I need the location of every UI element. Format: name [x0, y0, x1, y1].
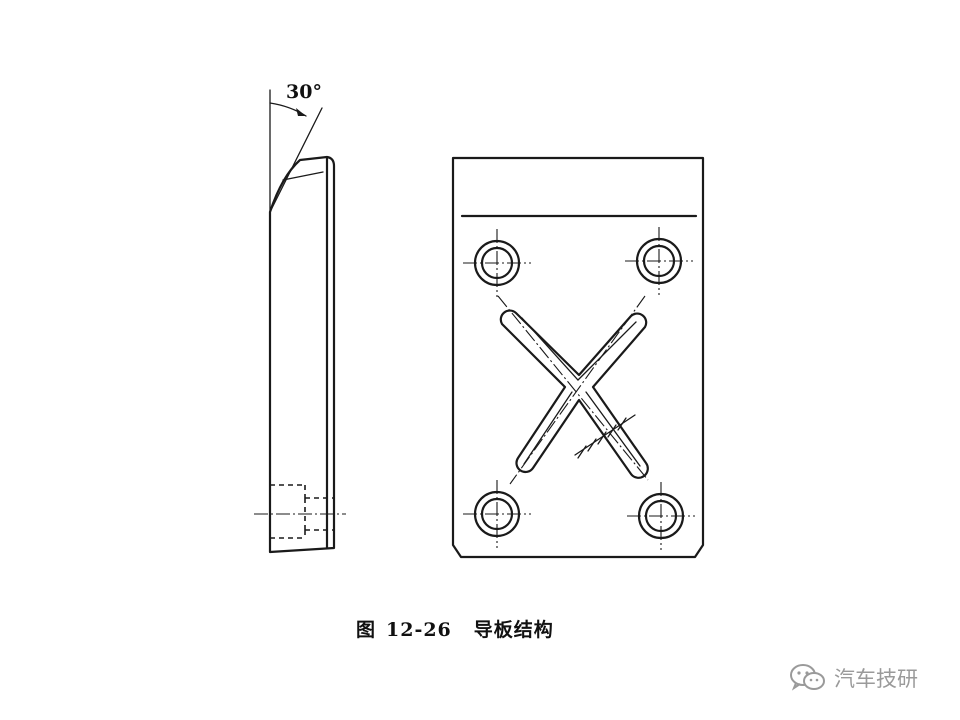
watermark-text: 汽车技研	[834, 667, 918, 691]
figure-caption: 图 12-26 导板结构	[356, 615, 554, 642]
hole-top-left	[463, 229, 531, 297]
caption-prefix: 图	[356, 619, 377, 641]
wechat-icon	[790, 664, 825, 691]
hole-top-right	[625, 227, 693, 295]
watermark: 汽车技研	[788, 662, 918, 694]
hole-bottom-right	[627, 482, 695, 550]
hole-bottom-left	[463, 480, 531, 548]
x-slot	[497, 295, 649, 485]
caption-number: 12-26	[386, 619, 452, 641]
caption-title: 导板结构	[473, 619, 554, 641]
side-view: 30°	[254, 81, 346, 554]
front-view	[451, 156, 705, 559]
angle-label: 30°	[286, 81, 322, 103]
